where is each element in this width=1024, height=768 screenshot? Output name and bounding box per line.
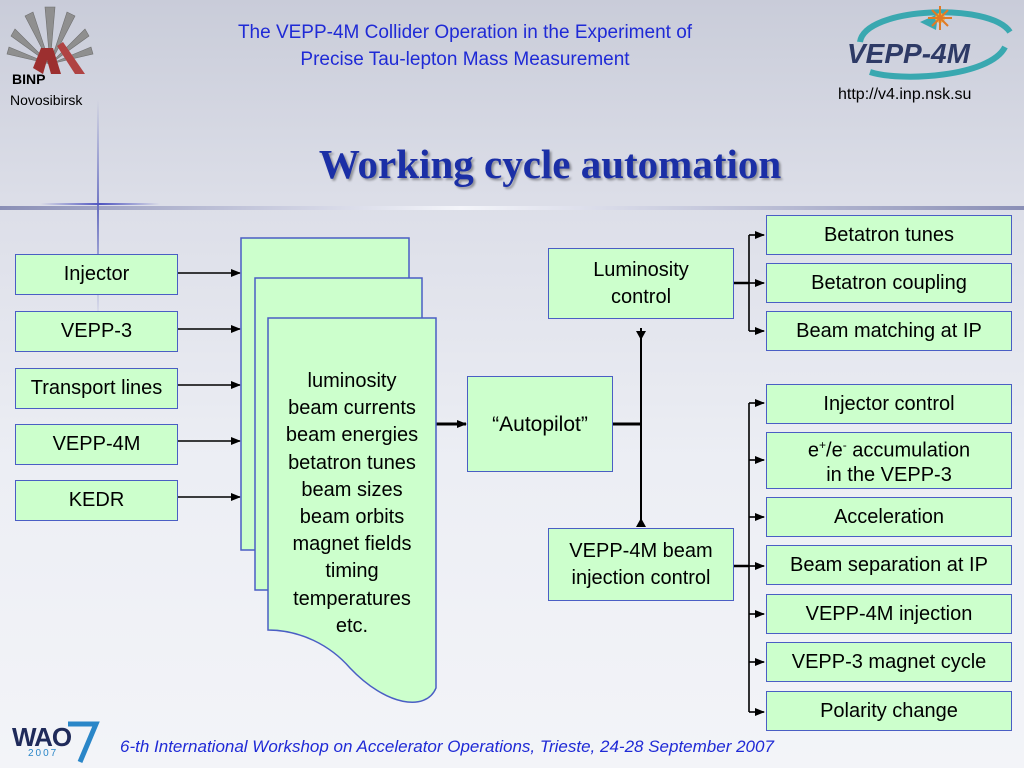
luminosity-control-line1: Luminosity bbox=[593, 258, 689, 281]
task-betatron-tunes: Betatron tunes bbox=[766, 215, 1012, 255]
source-vepp4m: VEPP-4M bbox=[15, 424, 178, 465]
injection-control-line2: injection control bbox=[571, 566, 711, 589]
task-vepp4m-injection: VEPP-4M injection bbox=[766, 594, 1012, 634]
vepp4m-logo-text: VEPP-4M bbox=[847, 38, 970, 69]
param-item: beam sizes bbox=[301, 478, 403, 501]
task-acceleration: Acceleration bbox=[766, 497, 1012, 537]
luminosity-control-line2: control bbox=[610, 285, 672, 308]
task-accumulation-line1: e+/e- accumulation bbox=[807, 437, 971, 462]
website-url[interactable]: http://v4.inp.nsk.su bbox=[838, 86, 972, 103]
param-item: etc. bbox=[335, 614, 369, 637]
source-kedr: KEDR bbox=[15, 480, 178, 521]
task-betatron-coupling: Betatron coupling bbox=[766, 263, 1012, 303]
task-beam-separation: Beam separation at IP bbox=[766, 545, 1012, 585]
wao-logo-text: WAO bbox=[12, 722, 72, 752]
param-item: temperatures bbox=[293, 587, 411, 610]
parameter-list: luminosity beam currents beam energies b… bbox=[271, 368, 433, 640]
task-vepp3-magnet-cycle: VEPP-3 magnet cycle bbox=[766, 642, 1012, 682]
task-accumulation: e+/e- accumulation in the VEPP-3 bbox=[766, 432, 1012, 489]
param-item: beam orbits bbox=[299, 506, 405, 529]
param-item: beam currents bbox=[288, 397, 416, 420]
autopilot-box: “Autopilot” bbox=[467, 376, 613, 472]
task-injector-control: Injector control bbox=[766, 384, 1012, 424]
injection-control-line1: VEPP-4M beam bbox=[569, 539, 713, 562]
task-accumulation-line2: in the VEPP-3 bbox=[826, 464, 952, 487]
source-injector: Injector bbox=[15, 254, 178, 295]
workshop-footer: 6-th International Workshop on Accelerat… bbox=[120, 737, 774, 756]
decorative-flare-horizontal bbox=[40, 203, 160, 205]
talk-title-line1: The VEPP-4M Collider Operation in the Ex… bbox=[237, 22, 693, 43]
param-item: timing bbox=[325, 560, 379, 583]
talk-title-line2: Precise Tau-lepton Mass Measurement bbox=[300, 49, 630, 70]
vepp4m-logo-icon bbox=[857, 6, 1013, 80]
param-item: magnet fields bbox=[292, 533, 412, 556]
task-beam-matching: Beam matching at IP bbox=[766, 311, 1012, 351]
org-name: BINP bbox=[12, 71, 46, 87]
source-transport-lines: Transport lines bbox=[15, 368, 178, 409]
source-vepp3: VEPP-3 bbox=[15, 311, 178, 352]
binp-logo-icon bbox=[6, 6, 94, 74]
param-item: betatron tunes bbox=[288, 451, 416, 474]
param-item: luminosity bbox=[307, 370, 397, 392]
decorative-flare-vertical bbox=[97, 100, 99, 320]
injection-control-box: VEPP-4M beam injection control bbox=[548, 528, 734, 601]
org-city: Novosibirsk bbox=[10, 92, 83, 108]
luminosity-control-box: Luminosity control bbox=[548, 248, 734, 319]
wao-seven-icon bbox=[68, 721, 100, 763]
header-divider bbox=[0, 206, 1024, 210]
slide-title: Working cycle automation bbox=[318, 141, 782, 187]
wao-logo-year: 2007 bbox=[28, 748, 59, 759]
param-item: beam energies bbox=[285, 424, 419, 447]
task-polarity-change: Polarity change bbox=[766, 691, 1012, 731]
